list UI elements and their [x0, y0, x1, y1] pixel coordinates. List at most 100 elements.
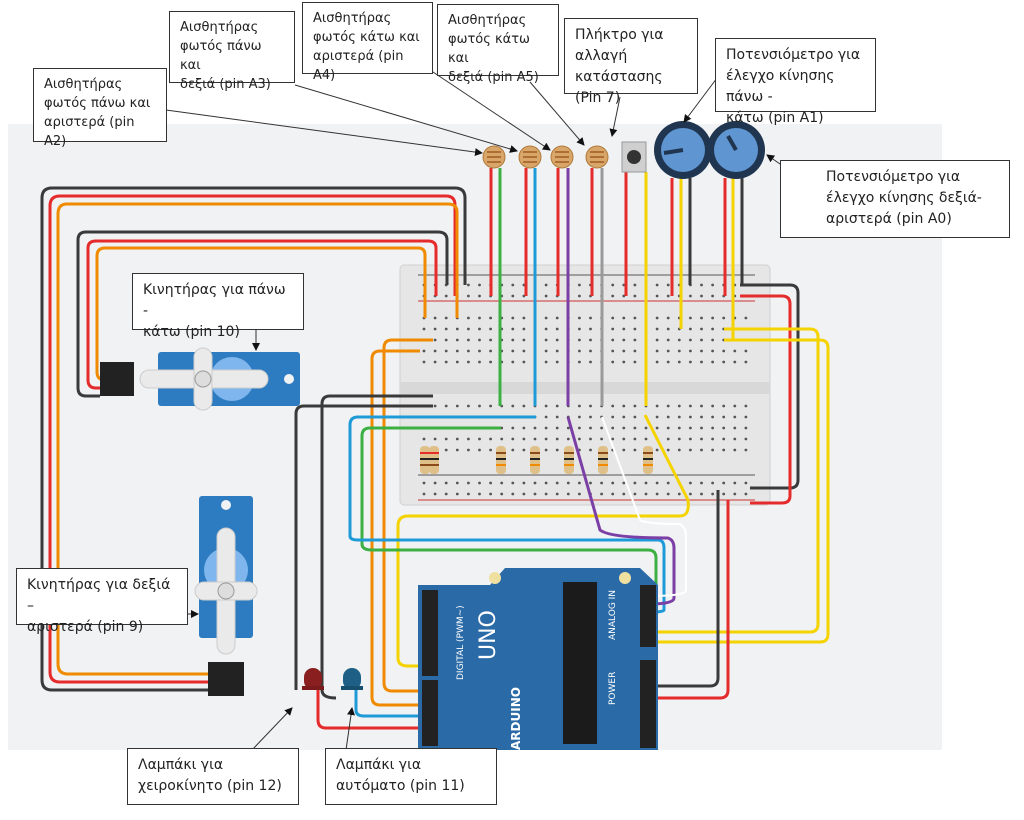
breadboard-hole	[467, 360, 470, 364]
breadboard-hole	[555, 426, 559, 430]
breadboard-hole	[711, 481, 714, 485]
breadboard-hole	[633, 437, 637, 441]
breadboard-hole	[455, 404, 459, 408]
potentiometer-a1[interactable]	[654, 121, 712, 179]
breadboard-hole	[600, 492, 603, 496]
breadboard-hole	[722, 492, 726, 496]
callout-line: φωτός κάτω και	[313, 30, 420, 45]
callout-line: έλεγχο κίνησης πάνω -	[726, 68, 835, 105]
breadboard-hole	[555, 404, 559, 408]
breadboard-hole	[433, 492, 437, 496]
breadboard-hole	[622, 415, 626, 419]
breadboard-hole	[677, 338, 681, 342]
resistor-band	[420, 464, 430, 466]
arrow-button	[609, 96, 621, 137]
breadboard-hole	[700, 404, 703, 408]
breadboard-hole	[655, 349, 659, 353]
callout-line: αριστερά (pin A2)	[44, 115, 135, 149]
breadboard-hole	[633, 415, 637, 419]
breadboard-hole	[578, 415, 581, 419]
wire-d10	[370, 349, 430, 707]
breadboard-hole	[622, 481, 626, 485]
breadboard-hole	[489, 338, 492, 342]
breadboard-hole	[700, 415, 703, 419]
breadboard-hole	[611, 327, 615, 331]
wire-d9	[382, 338, 433, 693]
breadboard-hole	[611, 360, 615, 364]
breadboard-hole	[478, 316, 481, 320]
callout-line: αλλαγή	[575, 48, 628, 64]
breadboard-hole	[478, 283, 481, 287]
breadboard-hole	[467, 437, 470, 441]
breadboard-hole	[611, 338, 615, 342]
breadboard-hole	[744, 492, 748, 496]
pushbutton[interactable]	[621, 141, 647, 173]
breadboard-hole	[666, 360, 670, 364]
breadboard-hole	[589, 448, 592, 452]
breadboard-hole	[489, 349, 492, 353]
breadboard-hole	[633, 426, 637, 430]
breadboard-hole	[522, 316, 526, 320]
breadboard-hole	[589, 316, 592, 320]
breadboard-hole	[478, 404, 481, 408]
callout-line: Ποτενσιόμετρο για	[726, 47, 861, 63]
breadboard-hole	[744, 404, 748, 408]
breadboard-hole	[489, 404, 492, 408]
breadboard-hole	[511, 481, 515, 485]
wire-5v	[650, 500, 730, 700]
breadboard-hole	[611, 481, 615, 485]
breadboard-hole	[578, 481, 581, 485]
breadboard-hole	[666, 481, 670, 485]
breadboard-hole	[444, 349, 448, 353]
callout-line: Λαμπάκι για	[336, 757, 422, 773]
breadboard-hole	[444, 338, 448, 342]
breadboard-hole	[722, 426, 726, 430]
breadboard-hole	[511, 283, 515, 287]
breadboard-hole	[700, 426, 703, 430]
breadboard-hole	[444, 360, 448, 364]
breadboard-hole	[544, 415, 548, 419]
wire-d11	[354, 690, 430, 718]
breadboard-hole	[578, 283, 581, 287]
breadboard-hole	[455, 349, 459, 353]
breadboard-hole	[478, 481, 481, 485]
arrow-ldr-a4	[429, 69, 551, 151]
resistor-band	[564, 458, 574, 460]
breadboard-hole	[555, 327, 559, 331]
breadboard-hole	[677, 360, 681, 364]
breadboard-hole	[644, 437, 648, 441]
callout-line: αριστερά (pin 9)	[27, 619, 144, 635]
resistor-band	[598, 458, 608, 460]
breadboard-hole	[700, 283, 703, 287]
breadboard-hole	[455, 327, 459, 331]
breadboard-hole	[566, 481, 570, 485]
breadboard-hole	[444, 481, 448, 485]
breadboard-hole	[711, 426, 714, 430]
breadboard-hole	[422, 481, 426, 485]
breadboard-hole	[633, 360, 637, 364]
breadboard-hole	[478, 338, 481, 342]
arrow-ldr-a3	[294, 84, 518, 153]
breadboard-hole	[611, 437, 615, 441]
breadboard-hole	[744, 349, 748, 353]
breadboard-hole	[733, 437, 737, 441]
wire-5v-gnd	[650, 490, 720, 688]
breadboard-hole	[544, 481, 548, 485]
breadboard-hole	[511, 360, 515, 364]
breadboard-hole	[489, 360, 492, 364]
callout-line: αυτόματο (pin 11)	[336, 778, 465, 794]
potentiometer-a0[interactable]	[707, 121, 765, 179]
breadboard-hole	[744, 415, 748, 419]
breadboard-hole	[544, 404, 548, 408]
breadboard-hole	[711, 437, 714, 441]
wire-led-blue-gnd	[320, 394, 433, 700]
breadboard-hole	[622, 426, 626, 430]
breadboard-hole	[633, 327, 637, 331]
breadboard-hole	[689, 316, 692, 320]
breadboard-hole	[700, 492, 703, 496]
breadboard-hole	[578, 349, 581, 353]
breadboard-hole	[589, 426, 592, 430]
callout-ldr-bottom-right: Αισθητήρας φωτός κάτω και δεξιά (pin A5)	[437, 4, 559, 85]
breadboard-hole	[589, 360, 592, 364]
breadboard-hole	[489, 327, 492, 331]
